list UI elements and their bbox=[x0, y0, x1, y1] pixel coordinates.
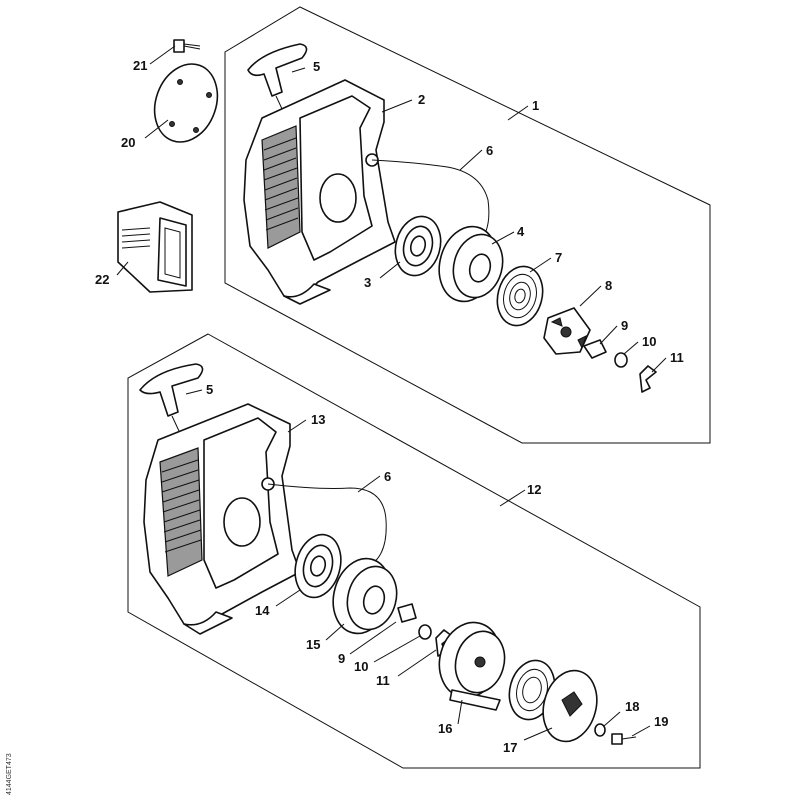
washer-part-18 bbox=[594, 723, 606, 737]
rope-rotor-part-15 bbox=[332, 557, 398, 635]
air-guide-part-22 bbox=[117, 201, 193, 293]
callout-4: 4 bbox=[517, 224, 525, 239]
callout-7: 7 bbox=[555, 250, 562, 265]
callout-1: 1 bbox=[532, 98, 539, 113]
pawl-carrier-part-8 bbox=[543, 307, 591, 355]
callout-11-lower: 11 bbox=[376, 673, 390, 688]
callout-14: 14 bbox=[255, 603, 270, 618]
callout-6-upper: 6 bbox=[486, 143, 493, 158]
pawl-part-9-upper bbox=[583, 339, 607, 359]
callout-2: 2 bbox=[418, 92, 425, 107]
fan-housing-part-2 bbox=[243, 79, 396, 305]
rewind-spring-part-14 bbox=[294, 533, 342, 599]
callout-8: 8 bbox=[605, 278, 612, 293]
rewind-spring-part-3 bbox=[394, 215, 442, 277]
reference-code: 4144GET473 bbox=[6, 753, 13, 795]
callout-13: 13 bbox=[311, 412, 325, 427]
spring-housing-part-16 bbox=[438, 621, 506, 711]
screw-part-19 bbox=[611, 733, 637, 745]
rope-rotor-part-4 bbox=[438, 225, 504, 303]
callout-9-lower: 9 bbox=[338, 651, 345, 666]
callout-12: 12 bbox=[527, 482, 541, 497]
screw-part-21 bbox=[173, 39, 201, 53]
callout-5-lower: 5 bbox=[206, 382, 213, 397]
cover-plate-part-20 bbox=[153, 63, 219, 143]
assembly-12-frame bbox=[127, 333, 701, 769]
callout-3: 3 bbox=[364, 275, 371, 290]
leader-lines bbox=[116, 45, 667, 741]
callout-6-lower: 6 bbox=[384, 469, 391, 484]
callout-10-upper: 10 bbox=[642, 334, 656, 349]
carrier-disc-part-17 bbox=[542, 669, 598, 743]
callout-labels: 21 5 2 1 20 6 4 7 3 22 8 9 10 11 5 13 6 … bbox=[95, 58, 684, 755]
callout-15: 15 bbox=[306, 637, 320, 652]
clip-part-11-upper bbox=[639, 365, 657, 393]
callout-9-upper: 9 bbox=[621, 318, 628, 333]
spring-pack-part-7 bbox=[496, 265, 544, 327]
callout-22: 22 bbox=[95, 272, 109, 287]
callout-10-lower: 10 bbox=[354, 659, 368, 674]
rope-part-6-lower bbox=[267, 483, 387, 565]
callout-21: 21 bbox=[133, 58, 147, 73]
callout-5-upper: 5 bbox=[313, 59, 320, 74]
callout-11-upper: 11 bbox=[670, 350, 684, 365]
callout-20: 20 bbox=[121, 135, 135, 150]
callout-17: 17 bbox=[503, 740, 517, 755]
fan-housing-part-13 bbox=[143, 403, 301, 635]
callout-18: 18 bbox=[625, 699, 639, 714]
washer-part-10-lower bbox=[418, 624, 432, 640]
washer-part-10-upper bbox=[614, 352, 628, 368]
assembly-1-frame bbox=[224, 6, 711, 444]
pawl-part-9-lower bbox=[397, 603, 417, 623]
callout-16: 16 bbox=[438, 721, 452, 736]
callout-19: 19 bbox=[654, 714, 668, 729]
rope-part-6-upper bbox=[371, 159, 490, 245]
